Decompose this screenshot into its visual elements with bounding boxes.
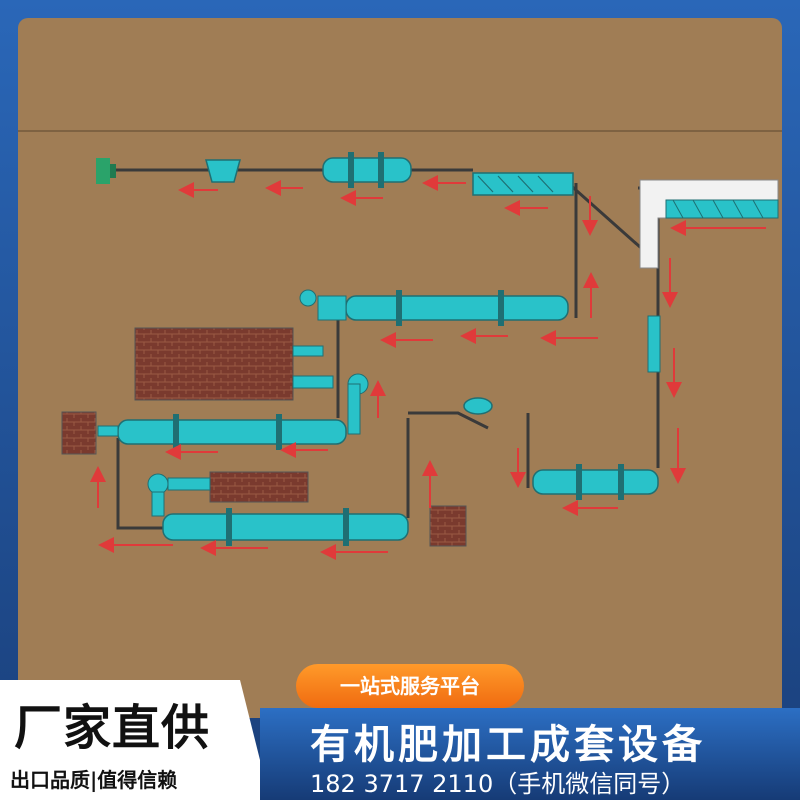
process-diagram-canvas bbox=[18, 18, 782, 718]
mixer bbox=[463, 397, 493, 415]
drum-top bbox=[322, 152, 412, 188]
flow-arrows bbox=[90, 175, 766, 560]
bucket-elevator bbox=[647, 315, 661, 373]
process-flow-diagram bbox=[18, 130, 782, 560]
hopper-unit bbox=[205, 159, 241, 183]
packaging-line bbox=[639, 179, 779, 269]
title-panel: 有机肥加工成套设备 182 3717 2110（手机微信同号） bbox=[260, 708, 800, 800]
heat-source-furnace bbox=[209, 471, 309, 503]
coal-feeder bbox=[61, 411, 97, 455]
hot-air-furnace bbox=[134, 327, 294, 401]
phone-number: 182 3717 2110（手机微信同号） bbox=[310, 770, 686, 798]
drum-coating bbox=[532, 464, 659, 500]
feeder-claw bbox=[96, 158, 116, 184]
drum-dryer bbox=[97, 414, 347, 450]
main-title: 有机肥加工成套设备 bbox=[310, 722, 706, 768]
badge-title: 厂家直供 bbox=[14, 700, 211, 756]
drum-granulator bbox=[162, 508, 409, 546]
raw-material-bin bbox=[429, 505, 467, 547]
badge-subtitle: 出口品质|值得信赖 bbox=[10, 768, 178, 792]
air-duct bbox=[292, 345, 369, 435]
drum-cooler bbox=[299, 289, 569, 326]
supplier-badge: 厂家直供 出口品质|值得信赖 bbox=[0, 680, 270, 800]
screening-machine bbox=[472, 172, 574, 196]
cyclone-duct bbox=[147, 473, 211, 517]
service-pill: 一站式服务平台 bbox=[296, 664, 524, 708]
